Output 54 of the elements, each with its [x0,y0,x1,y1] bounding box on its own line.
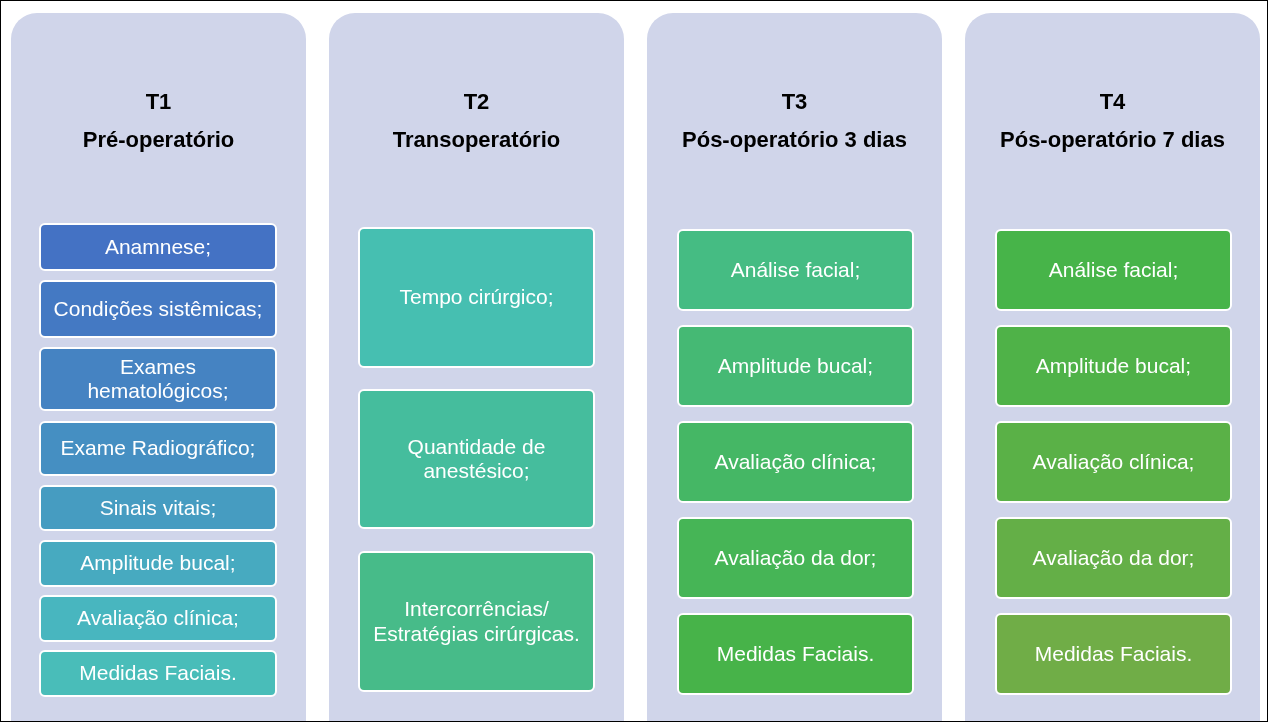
item-box [39,280,277,338]
item-label: Medidas Faciais. [715,641,876,667]
item-box [677,517,914,599]
item-label: Exame Radiográfico; [59,436,257,461]
phase-code: T4 [1098,89,1127,115]
item-label: Análise facial; [1047,257,1180,283]
phase-code: T3 [780,89,809,115]
phase-panel [647,13,942,721]
item-label: Avaliação clínica; [713,449,878,475]
item-label: Amplitude bucal; [79,551,237,576]
item-box [39,485,277,531]
item-label: Condições sistêmicas; [52,296,264,322]
item-box [39,421,277,476]
phase-panel [965,13,1260,721]
item-box [677,421,914,503]
phase-title: Transoperatório [391,127,562,153]
item-box [995,421,1232,503]
item-label: Avaliação clínica; [1031,449,1196,475]
item-box [39,650,277,697]
item-label: Amplitude bucal; [1034,353,1193,379]
phase-title: Pós-operatório 7 dias [999,127,1226,153]
item-label: Sinais vitais; [98,495,218,521]
item-box [995,229,1232,311]
item-box [358,389,595,529]
item-label: Tempo cirúrgico; [398,285,555,310]
item-box [995,517,1232,599]
item-box [39,595,277,642]
phase-panel [11,13,306,721]
item-label: Avaliação clínica; [76,606,240,631]
phase-panel [329,13,624,721]
item-label: Medidas Faciais. [78,661,238,686]
item-label: Medidas Faciais. [1033,641,1194,667]
item-box [358,551,595,692]
phase-title: Pós-operatório 3 dias [681,127,908,153]
item-box [39,223,277,271]
phase-title: Pré-operatório [81,127,236,153]
item-label: Análise facial; [729,257,862,283]
item-box [995,613,1232,695]
phase-code: T1 [144,89,173,115]
item-label: Quantidade de anestésico; [406,434,547,484]
item-box [39,540,277,587]
item-label: Anamnese; [103,234,213,260]
phase-code: T2 [462,89,491,115]
item-box [677,613,914,695]
item-label: Amplitude bucal; [716,353,875,379]
item-box [677,325,914,407]
item-box [995,325,1232,407]
item-label: Avaliação da dor; [713,545,878,571]
item-label: Avaliação da dor; [1031,545,1196,571]
item-box [39,347,277,411]
item-box [677,229,914,311]
item-label: Exames hematológicos; [86,354,230,404]
item-box [358,227,595,368]
item-label: Intercorrências/ Estratégias cirúrgicas. [372,597,581,646]
